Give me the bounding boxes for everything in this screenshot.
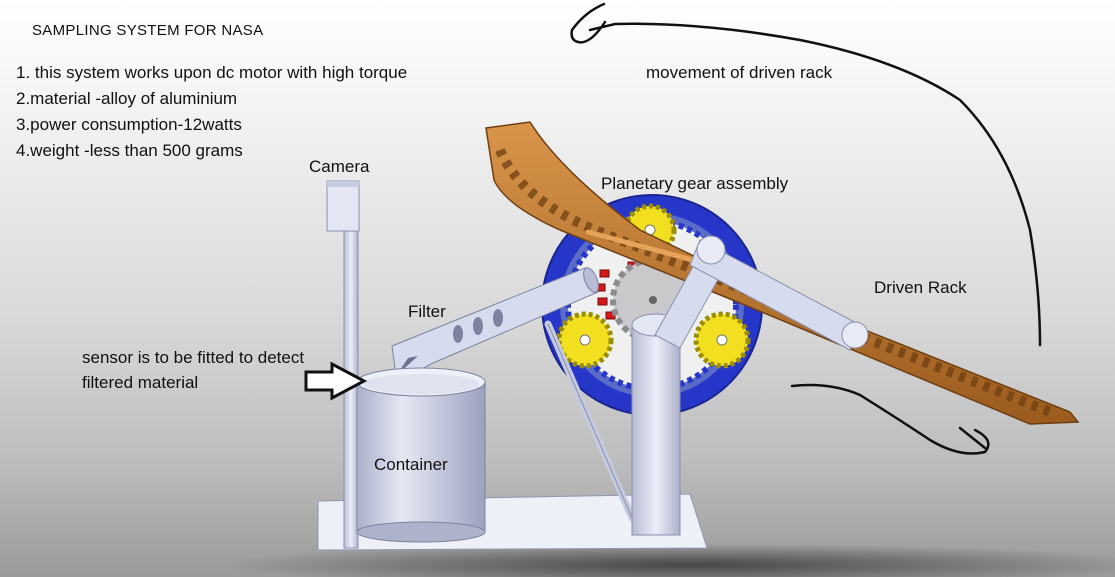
driven-rack-label: Driven Rack	[874, 278, 967, 297]
spec-note: 2.material -alloy of aluminium	[16, 89, 238, 108]
container-cylinder	[356, 367, 486, 543]
spec-note: 1. this system works upon dc motor with …	[16, 63, 408, 82]
movement-label: movement of driven rack	[646, 63, 833, 82]
linkage-arms	[654, 235, 869, 351]
camera-label: Camera	[309, 157, 370, 176]
sensor-label-line1: sensor is to be fitted to detect	[82, 348, 305, 367]
motion-curve-bottom	[790, 383, 990, 455]
spec-note: 3.power consumption-12watts	[16, 115, 242, 134]
filter-label: Filter	[408, 302, 446, 321]
container-label: Container	[374, 455, 448, 474]
planetary-gear-label: Planetary gear assembly	[601, 174, 789, 193]
motion-curve-top	[570, 2, 1042, 347]
diagram-title: SAMPLING SYSTEM FOR NASA	[32, 22, 264, 39]
support-column	[631, 313, 681, 536]
sensor-label-line2: filtered material	[82, 373, 199, 392]
planet-gear-left	[556, 311, 614, 369]
planet-gear-right	[693, 311, 751, 369]
sensor-arrow-icon	[304, 361, 368, 401]
ground-shadow	[220, 543, 1115, 577]
spec-note: 4.weight -less than 500 grams	[16, 141, 243, 160]
spec-notes: 1. this system works upon dc motor with …	[16, 60, 407, 164]
camera-body	[326, 180, 360, 232]
